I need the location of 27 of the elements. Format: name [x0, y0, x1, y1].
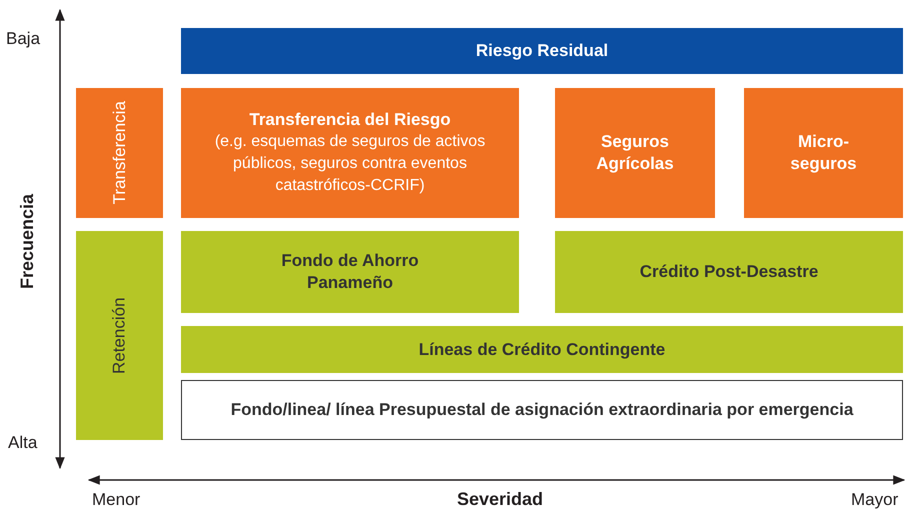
category-band	[76, 88, 163, 218]
box-title: Crédito Post-Desastre	[640, 261, 818, 283]
axis-label: Alta	[8, 432, 38, 454]
box-title: Micro-seguros	[789, 131, 858, 175]
strategy-box	[555, 231, 903, 313]
strategy-box	[181, 88, 519, 218]
axis-label: Frecuencia	[16, 194, 38, 290]
box-description: (e.g. esquemas de seguros de activos públicos, seguros contra eventos catastróficos-CCRIF)	[214, 132, 486, 196]
axis-label: Menor	[92, 489, 140, 510]
strategy-box	[555, 88, 715, 218]
box-title: Fondo/linea/ línea Presupuestal de asignación extraordinaria por emergencia	[230, 399, 854, 421]
category-band	[76, 231, 163, 440]
box-title: Líneas de Crédito Contingente	[418, 338, 666, 360]
strategy-box	[744, 88, 903, 218]
box-title: Riesgo Residual	[476, 40, 608, 62]
strategy-box	[181, 380, 903, 440]
box-title: Transferencia del Riesgo	[249, 109, 451, 131]
strategy-box	[181, 231, 519, 313]
axis-label: Mayor	[851, 489, 898, 510]
band-label: Transferencia	[108, 101, 130, 205]
box-title: Seguros Agrícolas	[595, 131, 675, 175]
strategy-box	[181, 28, 903, 74]
box-title: Fondo de Ahorro Panameño	[280, 250, 420, 294]
axis-label: Severidad	[457, 488, 544, 510]
axis-label: Baja	[6, 28, 40, 50]
strategy-box	[181, 326, 903, 373]
band-label: Retención	[108, 297, 130, 374]
